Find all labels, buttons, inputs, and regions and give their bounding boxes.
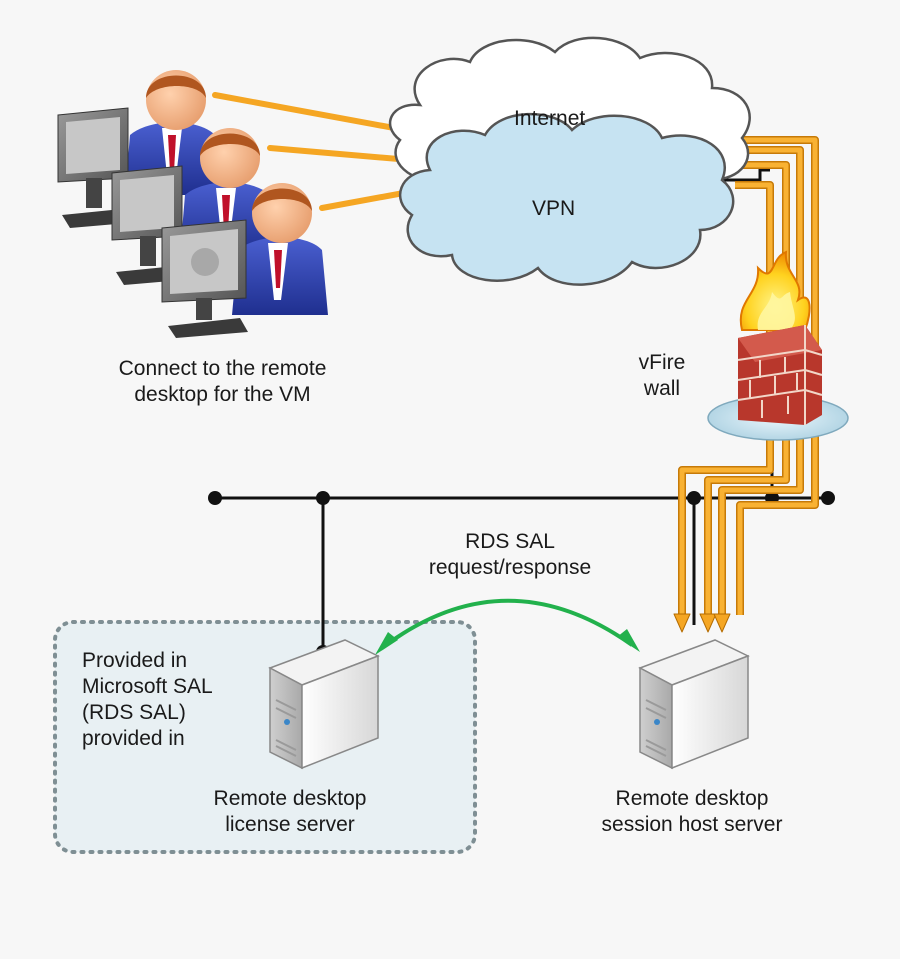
license-box-text-line: (RDS SAL) bbox=[82, 701, 186, 724]
firewall-label-line: vFire bbox=[638, 351, 686, 374]
vpn-cloud-icon bbox=[398, 112, 735, 286]
rds-sal-label-line: RDS SAL bbox=[465, 530, 555, 553]
user-with-monitor-icon bbox=[57, 70, 222, 228]
license-server-label: Remote desktop license server bbox=[160, 786, 420, 838]
user-with-monitor-icon bbox=[161, 183, 328, 338]
license-server-label-line: Remote desktop bbox=[213, 787, 367, 810]
session-host-server-icon bbox=[638, 639, 750, 770]
users-caption-line: Connect to the remote bbox=[118, 357, 327, 380]
vpn-label: VPN bbox=[532, 197, 576, 220]
host-links bbox=[673, 136, 819, 633]
license-box-text: Provided in Microsoft SAL (RDS SAL) prov… bbox=[82, 648, 213, 752]
license-server-icon bbox=[268, 639, 380, 770]
session-host-label-line: Remote desktop bbox=[615, 787, 769, 810]
license-box-text-line: Provided in bbox=[82, 649, 188, 672]
internet-label: Internet bbox=[514, 107, 586, 130]
user-group-icon bbox=[57, 70, 328, 338]
license-server-label-line: license server bbox=[225, 813, 355, 836]
user-with-monitor-icon bbox=[111, 128, 275, 285]
session-host-label-line: session host server bbox=[601, 813, 783, 836]
session-host-label: Remote desktop session host server bbox=[562, 786, 822, 838]
firewall-icon bbox=[707, 250, 849, 441]
license-box-text-line: Microsoft SAL bbox=[82, 675, 213, 698]
users-caption-line: desktop for the VM bbox=[134, 383, 311, 406]
firewall-label: vFire wall bbox=[622, 350, 702, 402]
license-box-text-line: provided in bbox=[82, 727, 185, 750]
rds-sal-label: RDS SAL request/response bbox=[385, 529, 635, 581]
rds-sal-arrow bbox=[375, 598, 640, 655]
firewall-label-line: wall bbox=[643, 377, 681, 400]
rds-sal-label-line: request/response bbox=[428, 556, 592, 579]
users-caption: Connect to the remote desktop for the VM bbox=[80, 356, 365, 408]
